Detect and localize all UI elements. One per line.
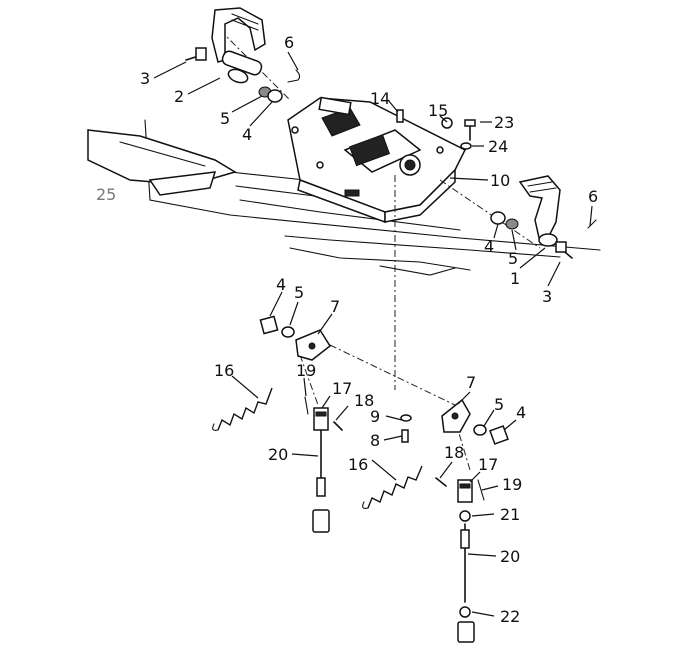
pedal-bushings xyxy=(258,86,519,230)
callout-3-right: 3 xyxy=(542,287,552,306)
fasteners xyxy=(185,47,597,259)
callout-7-left: 7 xyxy=(330,297,340,316)
callout-9: 9 xyxy=(370,407,380,426)
callout-5-mid-left: 5 xyxy=(294,283,304,302)
right-linkage-assembly xyxy=(362,398,509,643)
callout-17-left: 17 xyxy=(332,379,352,398)
callout-10: 10 xyxy=(490,171,510,190)
callout-17-right: 17 xyxy=(478,455,498,474)
callout-4-lower-right: 4 xyxy=(516,403,526,422)
callout-16-right: 16 xyxy=(348,455,368,474)
brake-pedal-part-1 xyxy=(518,175,561,247)
callout-6-right: 6 xyxy=(588,187,598,206)
callout-3-left: 3 xyxy=(140,69,150,88)
left-linkage-assembly xyxy=(212,315,343,533)
callout-19-left: 19 xyxy=(296,361,316,380)
callout-labels: 3 2 6 5 4 14 15 23 24 10 25 6 4 5 1 3 4 … xyxy=(96,33,598,626)
callout-8: 8 xyxy=(370,431,380,450)
callout-16-left: 16 xyxy=(214,361,234,380)
callout-18-left: 18 xyxy=(354,391,374,410)
callout-20-right: 20 xyxy=(500,547,520,566)
callout-25: 25 xyxy=(96,185,116,204)
callout-15: 15 xyxy=(428,101,448,120)
callout-23: 23 xyxy=(494,113,514,132)
callout-18-right: 18 xyxy=(444,443,464,462)
callout-4-top: 4 xyxy=(242,125,252,144)
callout-2: 2 xyxy=(174,87,184,106)
callout-7-right: 7 xyxy=(466,373,476,392)
callout-6-left: 6 xyxy=(284,33,294,52)
callout-4-right: 4 xyxy=(484,237,494,256)
callout-1: 1 xyxy=(510,269,520,288)
callout-22: 22 xyxy=(500,607,520,626)
leader-lines xyxy=(153,51,593,617)
callout-20-left: 20 xyxy=(268,445,288,464)
callout-4-mid-left: 4 xyxy=(276,275,286,294)
callout-5-lower-right: 5 xyxy=(494,395,504,414)
callout-5-right: 5 xyxy=(508,249,518,268)
callout-19-right: 19 xyxy=(502,475,522,494)
pedal-bracket-part-10 xyxy=(287,96,467,224)
callout-24: 24 xyxy=(488,137,508,156)
callout-21: 21 xyxy=(500,505,520,524)
callout-14: 14 xyxy=(370,89,390,108)
callout-5-top: 5 xyxy=(220,109,230,128)
brake-pedal-part-2 xyxy=(211,7,266,84)
floor-mat-part-25 xyxy=(87,129,237,196)
